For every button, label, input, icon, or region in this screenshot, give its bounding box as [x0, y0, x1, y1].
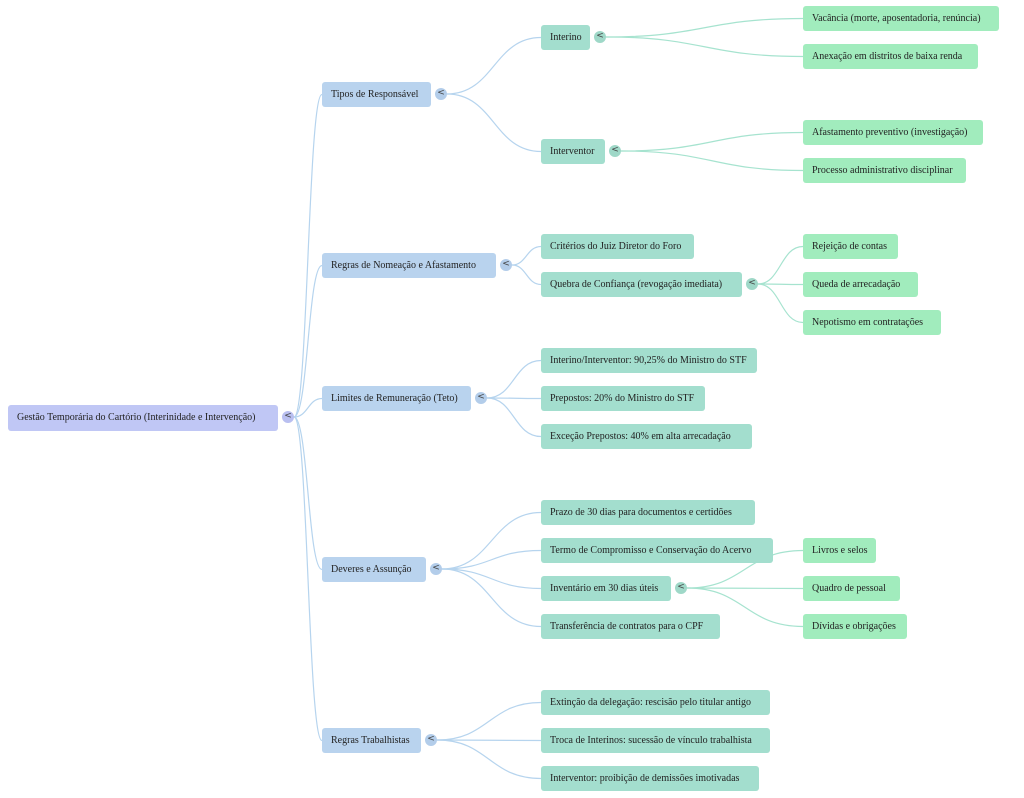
collapse-inventario-icon[interactable]: < [675, 582, 687, 594]
link-root-to-limites-remuneracao [293, 397, 323, 418]
node-dividas-obrigacoes[interactable]: Dívidas e obrigações [803, 614, 907, 639]
node-queda-arrecadacao[interactable]: Queda de arrecadação [803, 272, 918, 297]
node-prazo-30-dias[interactable]: Prazo de 30 dias para documentos e certi… [541, 500, 755, 525]
link-limites-to-teto-prepostos [486, 397, 542, 400]
node-teto-excecao[interactable]: Exceção Prepostos: 40% em alta arrecadaç… [541, 424, 752, 449]
collapse-interventor-icon[interactable]: < [609, 145, 621, 157]
link-quebra-to-nepotismo [757, 283, 804, 324]
node-regras-trabalhistas[interactable]: Regras Trabalhistas [322, 728, 421, 753]
node-interino[interactable]: Interino [541, 25, 590, 50]
node-regras-nomeacao[interactable]: Regras de Nomeação e Afastamento [322, 253, 496, 278]
node-criterios-juiz[interactable]: Critérios do Juiz Diretor do Foro [541, 234, 694, 259]
link-regras-nomeacao-to-criterios-juiz [511, 245, 542, 266]
link-regras-nomeacao-to-quebra-confianca [511, 264, 542, 286]
collapse-interino-icon[interactable]: < [594, 31, 606, 43]
node-afastamento-preventivo[interactable]: Afastamento preventivo (investigação) [803, 120, 983, 145]
collapse-quebra-icon[interactable]: < [746, 278, 758, 290]
node-transferencia-contratos[interactable]: Transferência de contratos para o CPF [541, 614, 720, 639]
collapse-regras-nomeacao-icon[interactable]: < [500, 259, 512, 271]
link-quebra-to-rejeicao-contas [757, 245, 804, 285]
link-interventor-to-processo-administrativo [620, 150, 804, 172]
node-interventor[interactable]: Interventor [541, 139, 605, 164]
link-root-to-regras-nomeacao [293, 264, 323, 418]
link-limites-to-teto-excecao [486, 397, 542, 438]
node-troca-interinos[interactable]: Troca de Interinos: sucessão de vínculo … [541, 728, 770, 753]
link-quebra-to-queda-arrecadacao [757, 283, 804, 286]
link-tipos-to-interino [446, 36, 542, 95]
collapse-tipos-icon[interactable]: < [435, 88, 447, 100]
link-root-to-deveres-assuncao [293, 416, 323, 571]
node-interventor-demissoes[interactable]: Interventor: proibição de demissões imot… [541, 766, 759, 791]
node-nepotismo[interactable]: Nepotismo em contratações [803, 310, 941, 335]
link-root-to-tipos-de-responsavel [293, 93, 323, 418]
node-teto-prepostos[interactable]: Prepostos: 20% do Ministro do STF [541, 386, 705, 411]
link-deveres-to-inventario [441, 568, 542, 590]
node-processo-administrativo[interactable]: Processo administrativo disciplinar [803, 158, 966, 183]
node-extincao-delegacao[interactable]: Extinção da delegação: rescisão pelo tit… [541, 690, 770, 715]
node-deveres-assuncao[interactable]: Deveres e Assunção [322, 557, 426, 582]
node-limites-remuneracao[interactable]: Limites de Remuneração (Teto) [322, 386, 471, 411]
link-interventor-to-afastamento-preventivo [620, 131, 804, 152]
link-inventario-to-quadro-pessoal [686, 587, 804, 590]
link-deveres-to-transferencia-contratos [441, 568, 542, 628]
link-root-to-regras-trabalhistas [293, 416, 323, 742]
collapse-root-icon[interactable]: < [282, 411, 294, 423]
node-tipos-de-responsavel[interactable]: Tipos de Responsável [322, 82, 431, 107]
node-inventario[interactable]: Inventário em 30 dias úteis [541, 576, 671, 601]
link-interino-to-anexacao [605, 36, 804, 58]
link-interino-to-vacancia [605, 17, 804, 38]
node-teto-interino[interactable]: Interino/Interventor: 90,25% do Ministro… [541, 348, 757, 373]
node-quebra-confianca[interactable]: Quebra de Confiança (revogação imediata) [541, 272, 742, 297]
node-termo-compromisso[interactable]: Termo de Compromisso e Conservação do Ac… [541, 538, 773, 563]
node-vacancia[interactable]: Vacância (morte, aposentadoria, renúncia… [803, 6, 999, 31]
collapse-regras-trabalhistas-icon[interactable]: < [425, 734, 437, 746]
link-tipos-to-interventor [446, 93, 542, 153]
node-livros-selos[interactable]: Livros e selos [803, 538, 876, 563]
node-quadro-pessoal[interactable]: Quadro de pessoal [803, 576, 900, 601]
link-deveres-to-prazo-30-dias [441, 511, 542, 570]
collapse-deveres-icon[interactable]: < [430, 563, 442, 575]
root-node[interactable]: Gestão Temporária do Cartório (Interinid… [8, 405, 278, 431]
collapse-limites-icon[interactable]: < [475, 392, 487, 404]
link-deveres-to-termo-compromisso [441, 549, 542, 570]
link-regras-trabalhistas-to-troca-interinos [436, 739, 542, 742]
link-regras-trabalhistas-to-extincao-delegacao [436, 701, 542, 741]
node-rejeicao-contas[interactable]: Rejeição de contas [803, 234, 898, 259]
link-limites-to-teto-interino [486, 359, 542, 399]
link-regras-trabalhistas-to-interventor-demissoes [436, 739, 542, 780]
node-anexacao[interactable]: Anexação em distritos de baixa renda [803, 44, 978, 69]
